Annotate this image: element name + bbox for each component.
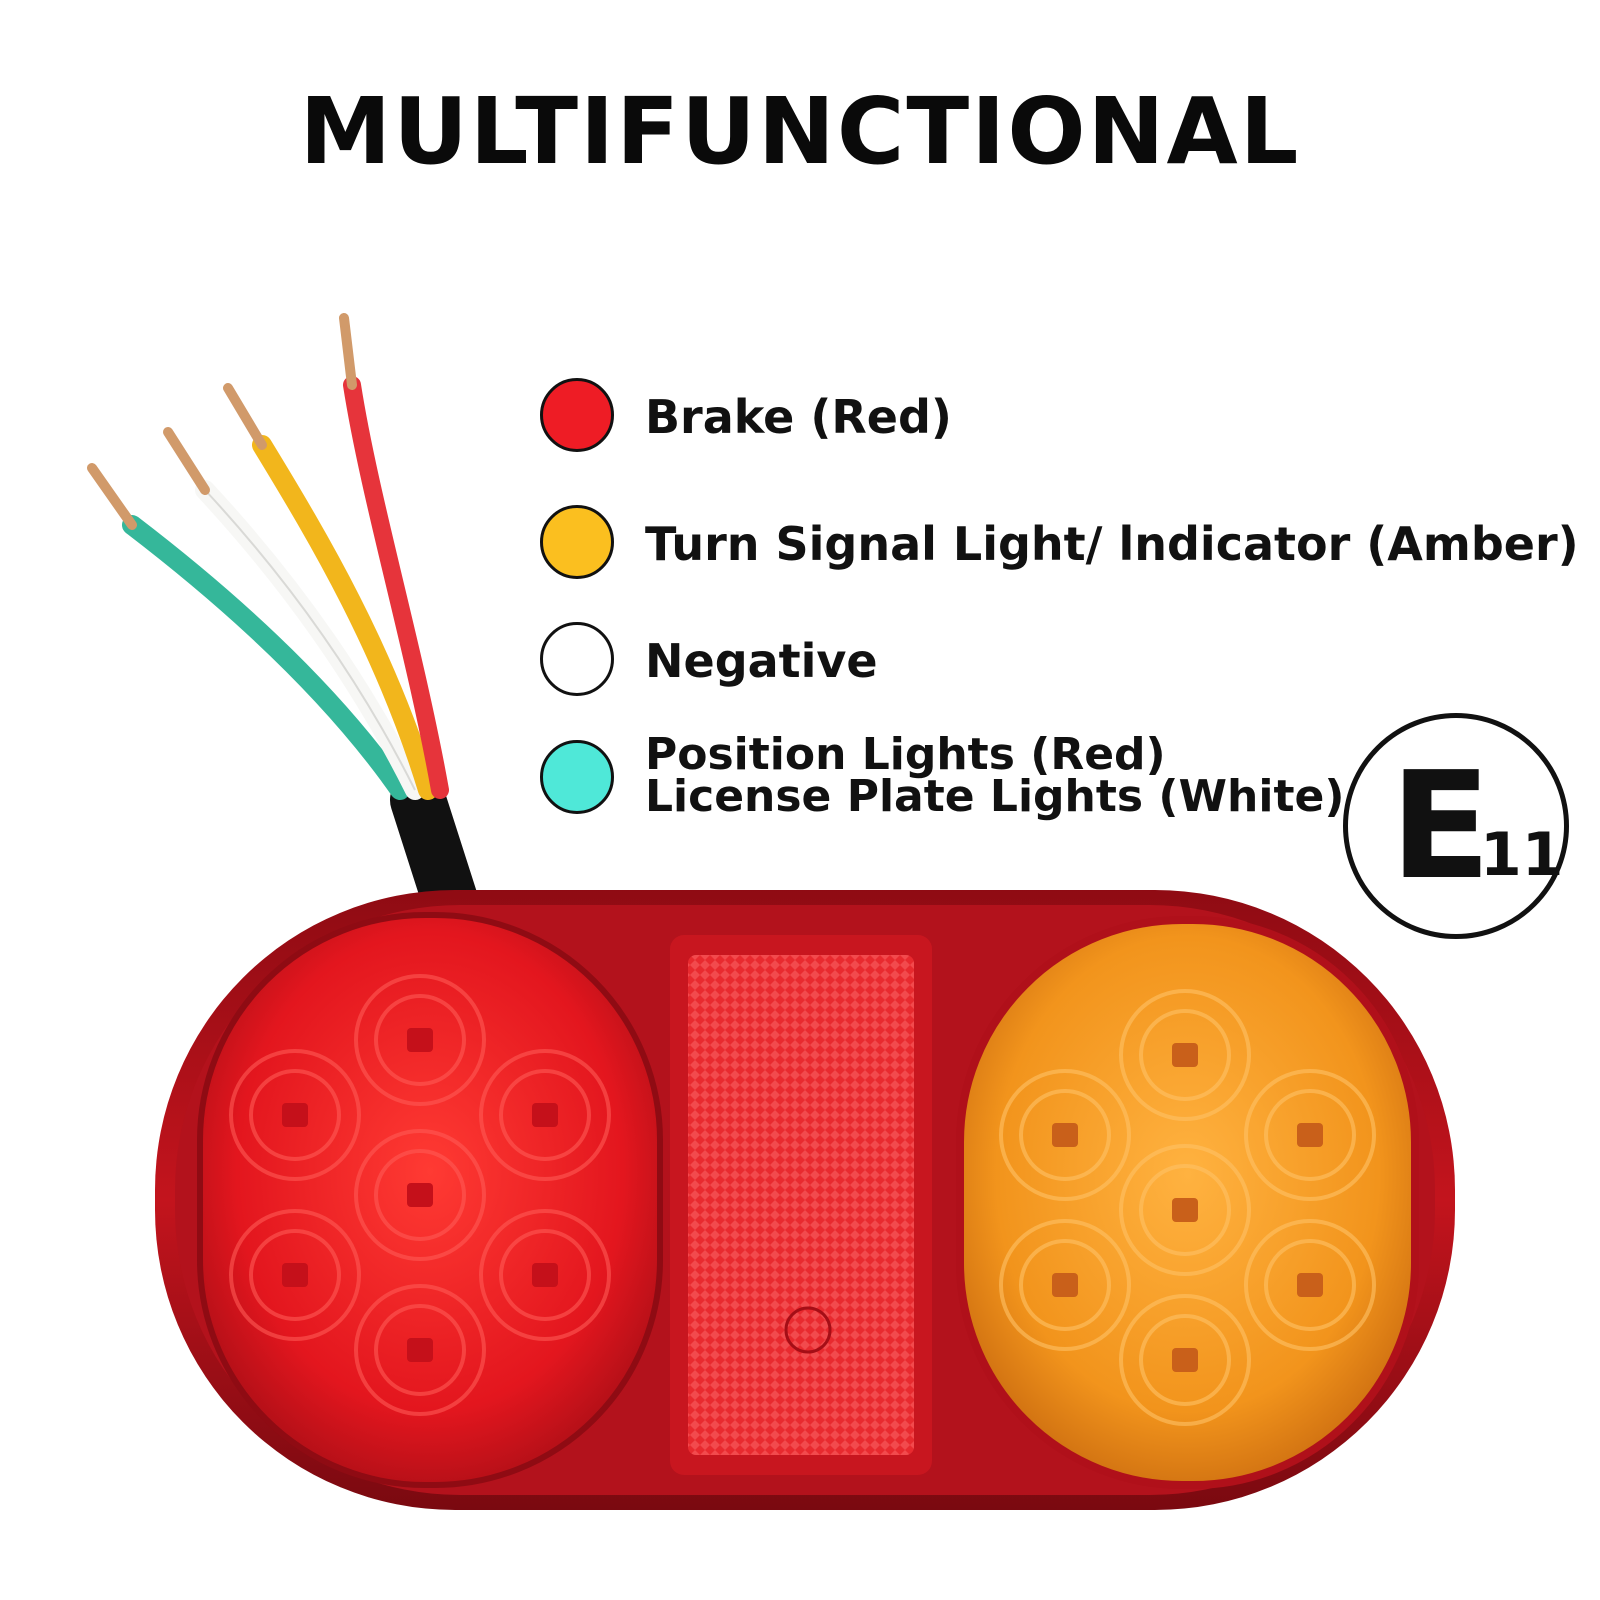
amber-swatch-icon [540,505,614,579]
reflector-icon [670,935,932,1475]
e-mark-number: 11 [1480,820,1564,890]
legend-label-license: License Plate Lights (White) [645,771,1345,822]
white-swatch-icon [540,622,614,696]
legend-label-position: Position Lights (Red) [645,729,1166,780]
cyan-swatch-icon [540,740,614,814]
wire-bundle-icon [87,313,478,928]
legend-label-brake: Brake (Red) [645,390,952,444]
legend-label-turn-signal: Turn Signal Light/ lndicator (Amber) [645,517,1579,571]
legend-label-position-license: Position Lights (Red) License Plate Ligh… [645,729,1345,822]
legend-label-negative: Negative [645,634,878,688]
e11-certification-icon: E 11 [1343,713,1569,939]
page-title: MULTIFUNCTIONAL [299,78,1301,185]
e-mark-letter: E [1390,740,1492,912]
amber-led-lens-icon [956,916,1419,1489]
red-led-lens-icon [197,912,663,1488]
red-swatch-icon [540,378,614,452]
